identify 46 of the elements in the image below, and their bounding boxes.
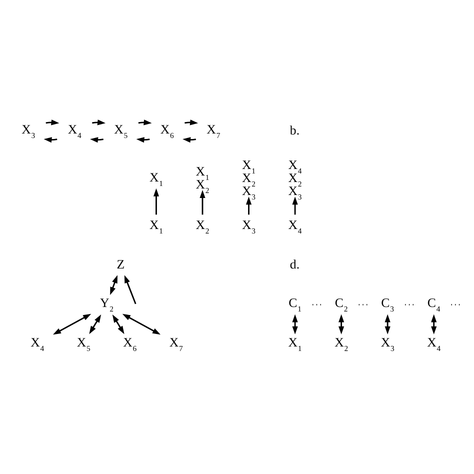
arrow	[136, 136, 150, 142]
node-text: X$_{4}$	[288, 217, 302, 235]
arrow	[89, 314, 102, 334]
arrow	[431, 314, 437, 334]
node-text: Y$_{2}$	[100, 296, 114, 314]
arrow	[200, 190, 206, 214]
node-text: X$_{6}$	[123, 334, 137, 352]
node-text: X$_{4}$	[30, 334, 44, 352]
node-text: X$_{7}$	[169, 334, 183, 352]
node-text: X$_{3}$	[380, 334, 394, 352]
node-text: X$_{1}$	[149, 170, 163, 188]
node-text: X$_{1}$ X$_{2}$	[196, 164, 210, 194]
node-text: X$_{5}$	[114, 122, 128, 140]
node-text: X$_{3}$	[22, 122, 36, 140]
node-text: X$_{4}$ X$_{2}$ X$_{3}$	[288, 158, 302, 201]
node-text: C$_{3}$	[381, 296, 394, 314]
arrow	[124, 274, 136, 304]
node-text: X$_{1}$	[288, 334, 302, 352]
node-text: Z	[116, 257, 125, 272]
arrow	[44, 136, 58, 142]
label: b.	[290, 122, 300, 137]
arrow	[292, 314, 298, 334]
arrow	[153, 188, 160, 214]
node-text: X$_{1}$	[149, 217, 163, 235]
node-text: X$_{4}$	[427, 334, 441, 352]
node-text: X$_{7}$	[206, 122, 220, 140]
node-text: X$_{1}$ X$_{2}$ X$_{3}$	[242, 158, 256, 201]
node-text: X$_{4}$	[68, 122, 82, 140]
node-text: C$_{4}$	[427, 296, 440, 314]
arrow	[246, 196, 252, 214]
node-text: X$_{2}$	[334, 334, 348, 352]
arrow	[52, 313, 92, 334]
arrow	[182, 136, 196, 142]
arrow	[292, 196, 298, 214]
arrow	[112, 314, 124, 334]
node-text: C$_{2}$	[334, 296, 348, 314]
node-text: C$_{1}$	[288, 296, 302, 314]
arrow	[338, 314, 344, 334]
node-text: X$_{5}$	[76, 334, 90, 352]
arrow	[122, 313, 161, 334]
node-text: X$_{2}$	[196, 217, 210, 235]
arrow	[90, 136, 104, 142]
arrow	[384, 314, 390, 334]
node-text: X$_{6}$	[160, 122, 174, 140]
node-text: X$_{3}$	[242, 217, 256, 235]
label: d.	[290, 257, 300, 272]
